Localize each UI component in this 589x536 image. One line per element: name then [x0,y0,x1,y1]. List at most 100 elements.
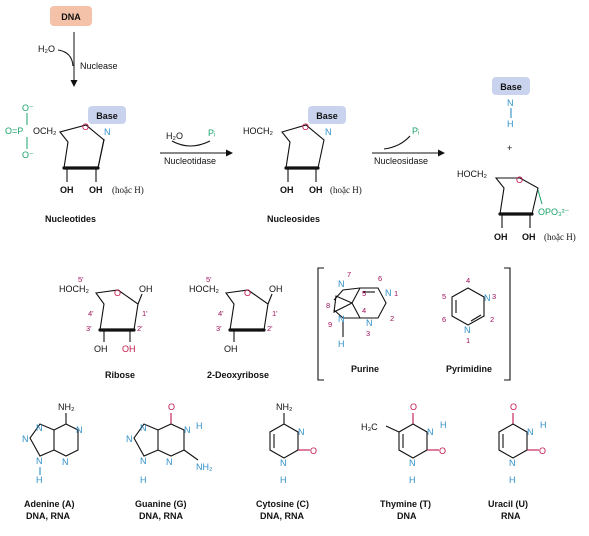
locant-2: 2' [267,324,273,333]
svg-text:N: N [36,423,43,433]
svg-text:O: O [82,122,89,132]
oh-3prime: OH [94,344,108,354]
svg-text:H: H [509,475,516,485]
oxo-group-4: O [510,402,517,412]
purine-structure: N N H N N 1 2 3 4 5 6 7 8 9 Purine [326,270,398,374]
thymine-occurrence: DNA [397,511,417,521]
nucleosides-caption: Nucleosides [267,214,320,224]
or-h-note: (hoặc H) [544,232,576,242]
svg-text:H: H [280,475,287,485]
atom-n1: N [385,288,392,298]
deoxyribose-caption: 2-Deoxyribose [207,370,269,380]
locant-6: 6 [378,274,382,283]
svg-text:N: N [126,434,133,444]
pyrimidine-structure: N N 1 2 3 4 5 6 Pyrimidine [442,276,496,374]
hoch2-label: HOCH₂ [59,284,89,294]
svg-text:N: N [527,427,534,437]
svg-text:H: H [140,475,147,485]
atom-n3: N [484,293,491,303]
bracket-icon [317,267,511,381]
base-box [88,106,126,124]
svg-text:H: H [36,475,43,485]
svg-text:N: N [76,425,83,435]
purine-caption: Purine [351,364,379,374]
svg-text:N: N [280,458,287,468]
or-h-note: (hoặc H) [112,185,144,195]
thymine-name: Thymine (T) [380,499,431,509]
locant-4: 4' [218,309,224,318]
guanine-structure: O N N N H N N H NH₂ Guanine (G) DNA, RNA [126,402,213,521]
uracil-structure: O N H N H O Uracil (U) RNA [488,402,547,521]
ring-o: O [114,288,121,298]
nucleoside-structure: Base N HOCH₂ O OH OH (hoặc H) Nucleoside… [243,106,362,224]
nucleotidase-reagent: H₂O [166,131,183,141]
base-n: N [507,98,514,108]
phosphate-op: O=P [5,126,23,136]
oh-2prime: OH [89,185,103,195]
svg-text:N: N [140,456,147,466]
glycosidic-n: N [104,127,111,137]
svg-text:N: N [427,427,434,437]
base-label: Base [316,111,338,121]
locant-1: 1' [142,309,148,318]
oxo-group: O [168,402,175,412]
atom-n1: N [464,325,471,335]
svg-text:N: N [22,434,29,444]
or-h-note: (hoặc H) [330,185,362,195]
locant-5: 5' [206,275,212,284]
svg-text:N: N [140,423,147,433]
oh-2prime: OH [522,232,536,242]
hoch2-label: HOCH₂ [189,284,219,294]
locant-5: 5' [78,275,84,284]
nucleotide-structure: Base N O⁻ O=P OCH₂ O⁻ O OH OH (hoặc H) N… [5,103,144,224]
cytosine-name: Cytosine (C) [256,499,309,509]
svg-text:N: N [36,456,43,466]
locant-4: 4 [362,306,366,315]
nuclease-step: H₂O Nuclease [38,32,118,87]
nucleosidase-step: Pᵢ Nucleosidase [372,126,445,166]
free-base: Base N H + [492,77,530,153]
ribose-structure: HOCH₂ 5' O OH 4' 1' 3' 2' OH OH Ribose [59,275,153,380]
locant-9: 9 [328,320,332,329]
locant-5: 5 [362,289,366,298]
locant-2: 2 [490,315,494,324]
oh-3prime: OH [60,185,74,195]
base-h: H [507,119,514,129]
dna-box: DNA [50,6,92,26]
atom-n9: N [338,314,345,324]
nuclease-enzyme: Nuclease [80,61,118,71]
dna-label: DNA [61,12,81,22]
svg-text:H: H [196,421,203,431]
plus-sign: + [507,143,512,153]
oh-3prime: OH [280,185,294,195]
thymine-structure: O H₃C N H N H O Thymine (T) DNA [361,402,447,521]
oxo-group: O [310,446,317,456]
svg-text:N: N [509,458,516,468]
amino-group: NH₂ [196,462,213,472]
oh-2prime: OH [122,344,136,354]
pyrimidine-caption: Pyrimidine [446,364,492,374]
locant-3: 3 [366,329,370,338]
locant-8: 8 [326,301,330,310]
base-label: Base [500,82,522,92]
oxo-group-4: O [410,402,417,412]
uracil-occurrence: RNA [501,511,521,521]
ring-o: O [244,288,251,298]
oxo-group-2: O [539,446,546,456]
atom-h: H [338,339,345,349]
svg-text:O: O [516,175,523,185]
opo3-label: OPO₃²⁻ [538,207,570,217]
svg-text:N: N [409,458,416,468]
oh-2prime: OH [309,185,323,195]
nuclease-reagent: H₂O [38,44,55,54]
ribose-caption: Ribose [105,370,135,380]
guanine-occurrence: DNA, RNA [139,511,183,521]
adenine-name: Adenine (A) [24,499,75,509]
svg-text:N: N [62,457,69,467]
svg-text:N: N [184,425,191,435]
phosphate-o-bottom: O⁻ [22,150,34,160]
uracil-name: Uracil (U) [488,499,528,509]
base-label: Base [96,111,118,121]
cytosine-structure: NH₂ N N H O Cytosine (C) DNA, RNA [256,402,317,521]
locant-5: 5 [442,292,446,301]
